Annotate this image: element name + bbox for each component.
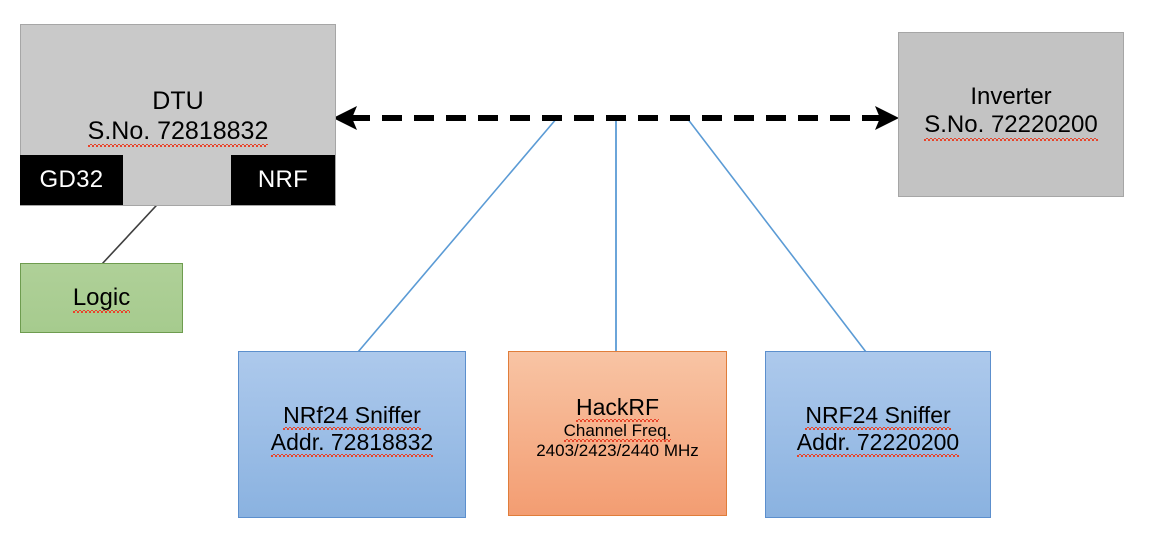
sniffer-right-title-text: NRF24 Sniffer [805, 402, 951, 431]
inverter-node[interactable]: Inverter S.No. 72220200 [898, 32, 1124, 197]
logic-analyzer-node[interactable]: Logic [20, 263, 183, 333]
hackrf-title-text: HackRF [575, 394, 660, 423]
gd32-label: GD32 [39, 166, 104, 193]
hackrf-frequencies: 2403/2423/2440 MHz [536, 441, 699, 461]
sniffer-left-title-text: NRf24 Sniffer [283, 402, 421, 431]
hackrf-channel-label: Channel Freq. [563, 421, 672, 443]
rf-link-arrowhead-left [333, 106, 357, 130]
hackrf-node[interactable]: HackRF Channel Freq. 2403/2423/2440 MHz [508, 351, 727, 516]
inverter-serial-text: S.No. 72220200 [924, 111, 1099, 141]
capture-line-right [686, 117, 867, 353]
rf-link-arrowhead-right [875, 106, 899, 130]
dtu-title: DTU [152, 87, 204, 115]
inverter-title: Inverter [970, 83, 1052, 110]
gd32-chip[interactable]: GD32 [20, 155, 123, 205]
nrf-chip[interactable]: NRF [231, 155, 335, 205]
capture-line-left [357, 117, 558, 353]
logic-label: Logic [72, 283, 131, 314]
sniffer-right-address-text: Addr. 72220200 [796, 429, 960, 458]
nrf24-sniffer-right-node[interactable]: NRF24 Sniffer Addr. 72220200 [765, 351, 991, 518]
dtu-serial: S.No. 72818832 [87, 116, 269, 147]
dtu-serial-text: S.No. 72818832 [87, 116, 269, 147]
nrf24-sniffer-left-node[interactable]: NRf24 Sniffer Addr. 72818832 [238, 351, 466, 518]
hackrf-channel-label-text: Channel Freq. [563, 421, 672, 443]
sniffer-right-title: NRF24 Sniffer [805, 402, 951, 431]
nrf-label: NRF [257, 166, 309, 193]
sniffer-left-title: NRf24 Sniffer [283, 402, 421, 431]
sniffer-right-address: Addr. 72220200 [796, 429, 960, 458]
inverter-serial: S.No. 72220200 [924, 111, 1099, 141]
sniffer-left-address-text: Addr. 72818832 [270, 429, 434, 458]
sniffer-left-address: Addr. 72818832 [270, 429, 434, 458]
hackrf-title: HackRF [575, 394, 660, 423]
